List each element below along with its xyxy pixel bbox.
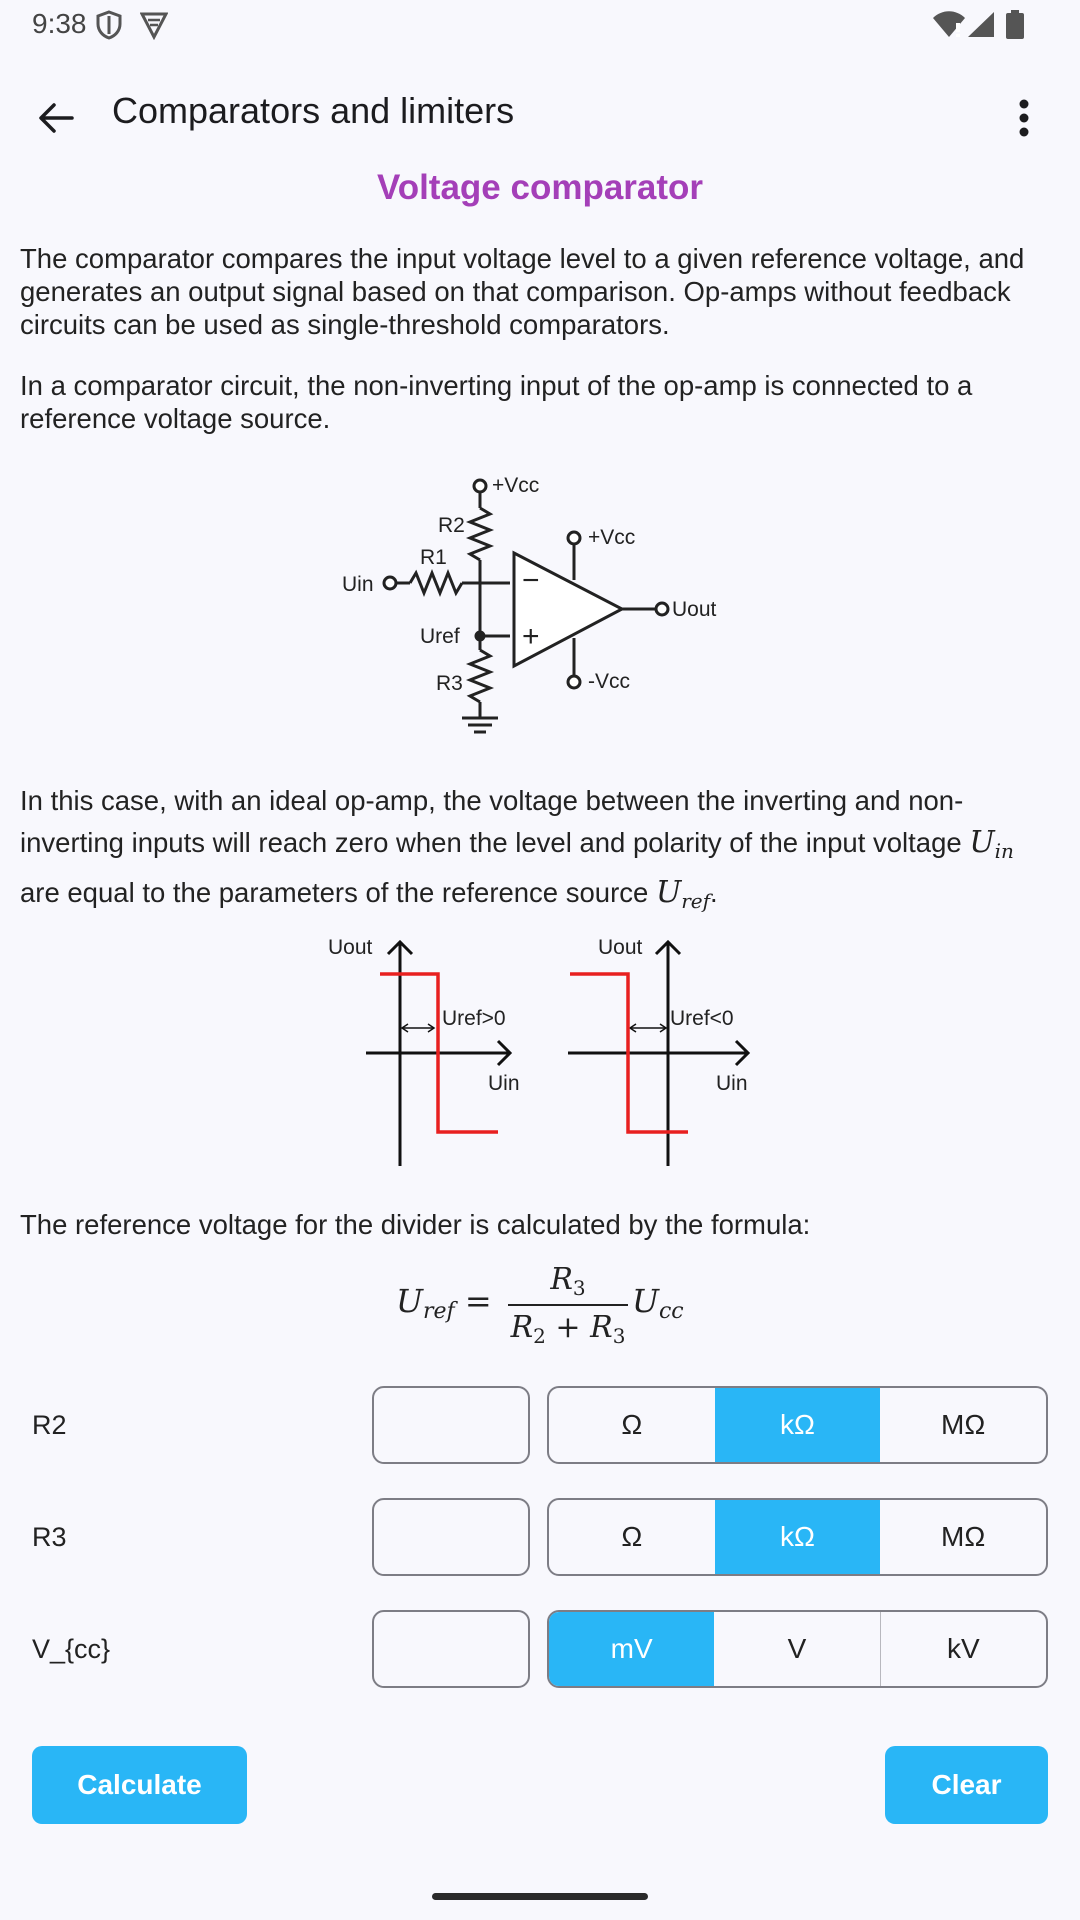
- formula-denominator: R2 + R3: [510, 1310, 626, 1348]
- r3-unit-mohm[interactable]: MΩ: [941, 1521, 986, 1552]
- intro-paragraph: The comparator compares the input voltag…: [20, 243, 1025, 340]
- battery-icon: [1006, 10, 1024, 39]
- overflow-menu-button[interactable]: [988, 82, 1060, 154]
- more-vert-icon: [1019, 99, 1029, 137]
- r3-unit-ohm[interactable]: Ω: [621, 1521, 643, 1552]
- r3-unit-selector: Ω kΩ MΩ: [547, 1498, 1048, 1576]
- circuit-label-uref: Uref: [420, 625, 460, 648]
- para3-part-a: In this case, with an ideal op-amp, the …: [20, 785, 970, 858]
- formula-lhs: Uref =: [396, 1282, 492, 1324]
- uin-symbol: Uin: [969, 825, 1014, 863]
- signal-icon: [968, 12, 994, 37]
- uref-symbol: Uref: [655, 875, 711, 913]
- shield-icon: [96, 10, 122, 40]
- circuit-label-plus: +: [522, 620, 540, 653]
- circuit-label-r1: R1: [420, 546, 447, 569]
- row-label-r2: R2: [32, 1410, 67, 1440]
- formula-intro-paragraph: The reference voltage for the divider is…: [20, 1209, 811, 1240]
- formula-fraction-bar: [508, 1304, 628, 1306]
- vpn-icon: [140, 12, 168, 40]
- status-bar: 9:38: [0, 0, 1080, 50]
- formula-fraction: R3 R2 + R3: [508, 1262, 628, 1348]
- vcc-value-input[interactable]: [372, 1610, 530, 1688]
- back-arrow-icon: [39, 103, 74, 133]
- clear-button[interactable]: Clear: [885, 1746, 1048, 1824]
- home-indicator[interactable]: [432, 1893, 648, 1900]
- reference-paragraph: In a comparator circuit, the non-inverti…: [20, 370, 973, 434]
- wifi-icon: [933, 11, 965, 37]
- graph-left-y-label: Uout: [328, 936, 373, 959]
- vcc-unit-kv[interactable]: kV: [879, 1612, 1046, 1686]
- graph-right-ref-label: Uref<0: [670, 1007, 734, 1030]
- formula-rhs: Ucc: [632, 1282, 684, 1324]
- circuit-label-uout: Uout: [672, 598, 717, 621]
- uref-formula: Uref = R3 R2 + R3 Ucc: [396, 1262, 696, 1348]
- circuit-label-r2: R2: [438, 514, 465, 537]
- r2-value-input[interactable]: [372, 1386, 530, 1464]
- transfer-characteristic-graphs: Uout Uref>0 Uin Uout Uref<0 Uin: [328, 936, 751, 1166]
- circuit-label-minus: −: [522, 564, 540, 597]
- row-label-r3: R3: [32, 1522, 67, 1552]
- formula-numerator: R3: [550, 1262, 586, 1300]
- circuit-label-neg-vcc: -Vcc: [588, 670, 630, 693]
- circuit-label-vcc-amp: +Vcc: [588, 526, 635, 549]
- r3-unit-kohm[interactable]: kΩ: [714, 1500, 881, 1574]
- r2-unit-mohm[interactable]: MΩ: [941, 1409, 986, 1440]
- back-button[interactable]: [20, 82, 92, 154]
- comparator-circuit-diagram: +Vcc R2 R1 Uin +Vcc − + Uout Uref -Vcc R…: [342, 474, 717, 734]
- section-title: Voltage comparator: [376, 168, 704, 207]
- graph-left-x-label: Uin: [488, 1072, 520, 1095]
- r2-unit-selector: Ω kΩ MΩ: [547, 1386, 1048, 1464]
- graph-right-y-label: Uout: [598, 936, 643, 959]
- calculate-button[interactable]: Calculate: [32, 1746, 247, 1824]
- circuit-label-uin: Uin: [342, 573, 374, 596]
- vcc-unit-mv[interactable]: mV: [549, 1612, 715, 1686]
- vcc-unit-selector: mV V kV: [547, 1610, 1048, 1688]
- graph-right-x-label: Uin: [716, 1072, 748, 1095]
- graph-left-ref-label: Uref>0: [442, 1007, 506, 1030]
- page-title: Comparators and limiters: [112, 90, 515, 131]
- zero-voltage-paragraph: In this case, with an ideal op-amp, the …: [20, 785, 1014, 913]
- r3-value-input[interactable]: [372, 1498, 530, 1576]
- row-label-vcc: V_{cc}: [32, 1634, 111, 1664]
- para3-part-b: are equal to the parameters of the refer…: [20, 877, 656, 908]
- r2-unit-kohm[interactable]: kΩ: [714, 1388, 881, 1462]
- status-time: 9:38: [32, 8, 87, 39]
- circuit-label-r3: R3: [436, 672, 463, 695]
- vcc-unit-v[interactable]: V: [787, 1633, 807, 1664]
- app-bar: Comparators and limiters: [0, 60, 1080, 164]
- circuit-label-vcc-top: +Vcc: [492, 474, 539, 497]
- r2-unit-ohm[interactable]: Ω: [621, 1409, 643, 1440]
